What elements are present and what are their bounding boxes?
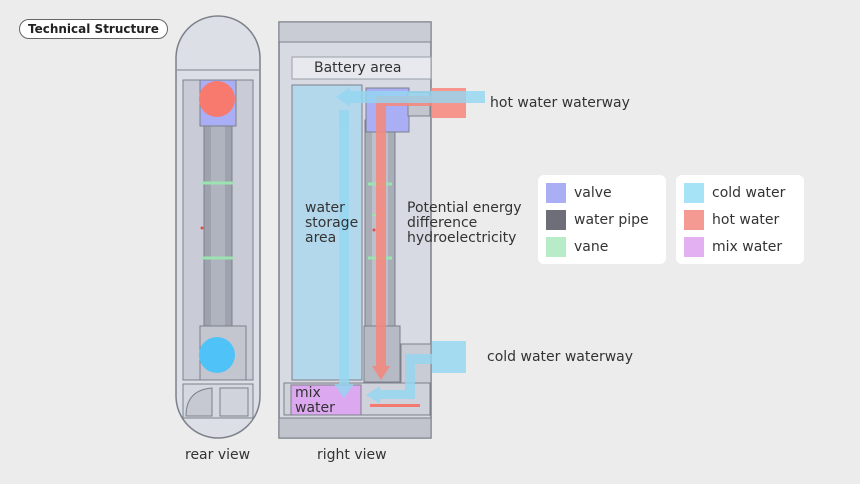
legend-label: cold water [712,184,786,201]
hot-water-swatch [684,209,704,230]
legend-item-valve: valve [546,179,658,206]
legend-label: hot water [712,211,780,228]
legend-label: water pipe [574,211,649,228]
rear-cold-water-circle [199,337,235,373]
valve-swatch [546,182,566,203]
cold-water-waterway-label: cold water waterway [487,349,634,365]
water-storage-area-label: water storage area [305,200,359,246]
mix-water-swatch [684,236,704,257]
legend-components: valve water pipe vane [538,175,666,264]
technical-structure-badge: Technical Structure [19,19,168,39]
legend-item-hot-water: hot water [684,206,796,233]
legend-item-vane: vane [546,233,658,260]
legend-water-types: cold water hot water mix water [676,175,804,264]
rear-view-label: rear view [185,447,251,463]
hot-water-waterway-label: hot water waterway [490,95,630,111]
cold-water-flow [334,87,485,404]
right-view-device [278,21,485,439]
legend-label: valve [574,184,612,201]
legend-item-cold-water: cold water [684,179,796,206]
rear-hot-water-circle [199,81,235,117]
legend-label: vane [574,238,609,255]
legend-label: mix water [712,238,783,255]
water-pipe-swatch [546,209,566,230]
legend-item-water-pipe: water pipe [546,206,658,233]
vane-swatch [546,236,566,257]
battery-area-label: Battery area [314,60,402,76]
legend-item-mix-water: mix water [684,233,796,260]
right-view-label: right view [317,447,387,463]
cold-water-swatch [684,182,704,203]
potential-energy-label: Potential energy difference hydroelectri… [407,200,522,246]
rear-view-device [175,15,261,439]
mix-water-label: mix water [295,385,335,416]
